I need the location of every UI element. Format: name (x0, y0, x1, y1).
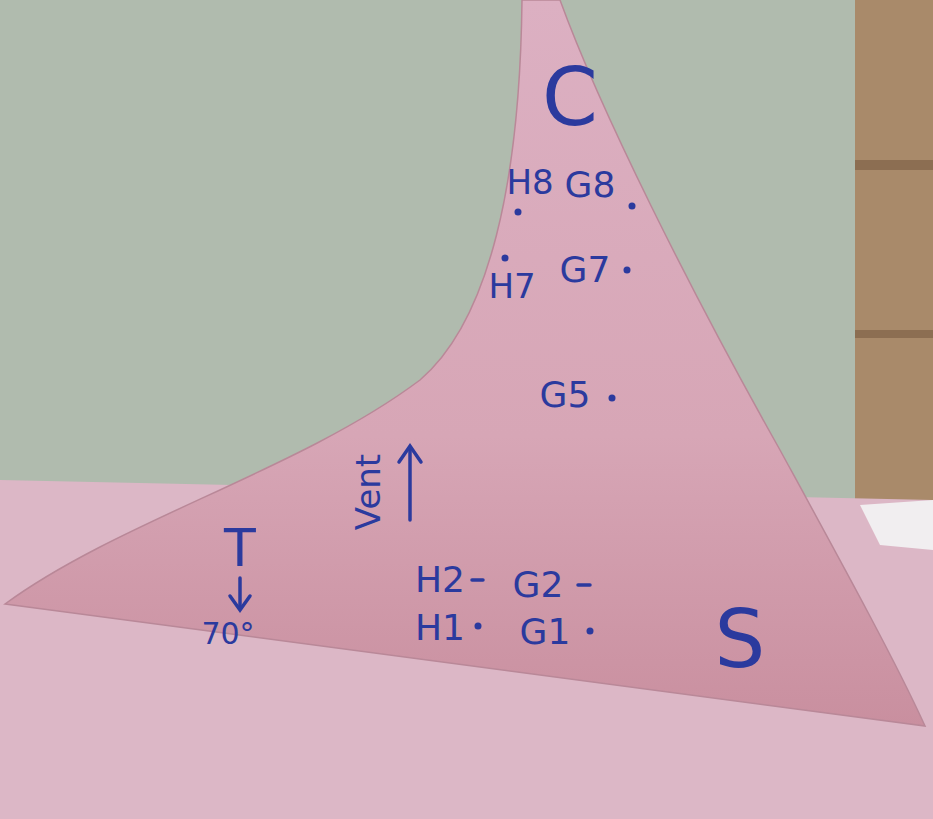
angle-arrowhead (230, 596, 250, 610)
point-dot (624, 267, 631, 274)
wind-label: Vent (351, 454, 385, 530)
point-label: G7 (560, 252, 611, 288)
point-dot (609, 395, 616, 402)
angle-value: 70° (201, 619, 254, 649)
sail-corner: S (715, 600, 766, 680)
point-dot (587, 628, 594, 635)
point-label: G2 (513, 567, 564, 603)
point-dot (515, 209, 522, 216)
wood-line (855, 330, 933, 338)
sail-cutout (5, 0, 925, 726)
angle-arrow (238, 578, 242, 607)
wind-arrow (408, 448, 412, 520)
point-label: H7 (488, 269, 535, 303)
point-label: H1 (415, 610, 465, 646)
point-label: G8 (565, 167, 616, 203)
point-marks (475, 203, 636, 635)
point-dash (472, 578, 483, 582)
point-label: G1 (520, 614, 571, 650)
white-paper (860, 500, 933, 550)
point-label: H2 (415, 562, 465, 598)
point-dot (475, 623, 482, 630)
sail-corner: C (542, 58, 598, 138)
point-label: G5 (540, 377, 591, 413)
angle-label: T (224, 522, 256, 574)
point-dot (629, 203, 636, 210)
point-label: H8 (506, 165, 553, 199)
ink-strokes (230, 446, 590, 610)
wood-line (855, 160, 933, 170)
point-dash (578, 583, 590, 587)
wind-arrowhead (399, 446, 421, 462)
point-dot (502, 255, 509, 262)
wood-strip (855, 0, 933, 500)
